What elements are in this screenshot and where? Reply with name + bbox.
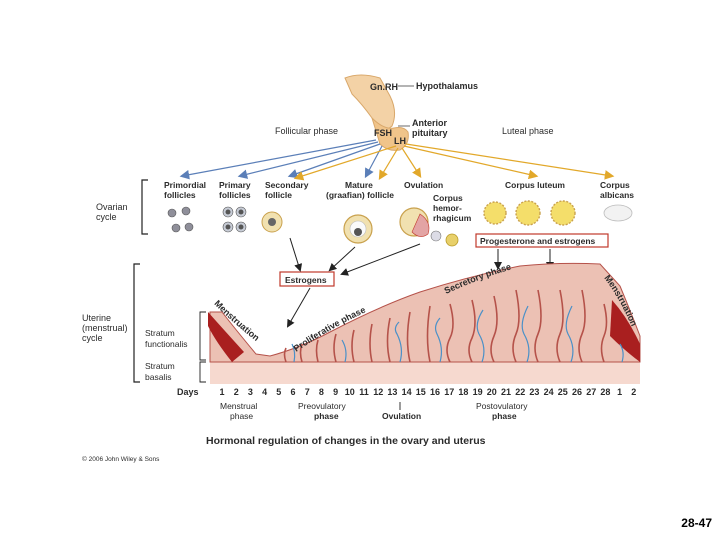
preovulatory-phase-label-1: Preovulatory (298, 401, 346, 411)
day-number: 11 (359, 387, 369, 397)
day-number: 28 (600, 387, 610, 397)
ovarian-bracket (141, 179, 148, 235)
day-number: 21 (501, 387, 511, 397)
day-number: 2 (234, 387, 239, 397)
day-number: 27 (586, 387, 596, 397)
ovarian-cycle-label-2: cycle (96, 212, 117, 222)
estrogens-label: Estrogens (285, 275, 327, 285)
menstrual-phase-label-1: Menstrual (220, 401, 257, 411)
postovulatory-phase-label-2: phase (492, 411, 517, 421)
day-number: 5 (276, 387, 281, 397)
stratum-functionalis-label-1: Stratum (145, 328, 175, 338)
menstrual-phase-label-2: phase (230, 411, 253, 421)
figure-caption: Hormonal regulation of changes in the ov… (206, 435, 486, 447)
anterior-pituitary-label-1: Anterior (412, 118, 448, 128)
day-number: 17 (444, 387, 454, 397)
luteal-phase-label: Luteal phase (502, 126, 554, 136)
day-number: 24 (544, 387, 554, 397)
fsh-label: FSH (374, 128, 392, 138)
day-number: 18 (458, 387, 468, 397)
corpus-hemorrhagicum-label-1: Corpus (433, 193, 463, 203)
day-number: 9 (333, 387, 338, 397)
ovulating-follicle (399, 207, 442, 242)
day-number: 23 (529, 387, 539, 397)
day-number: 22 (515, 387, 525, 397)
endometrium-illustration (208, 262, 641, 384)
stratum-basalis-label-2: basalis (145, 372, 171, 382)
day-number: 2 (631, 387, 636, 397)
primordial-label-1: Primordial (164, 180, 206, 190)
day-number: 26 (572, 387, 582, 397)
mature-label-1: Mature (345, 180, 373, 190)
gnrh-label: Gn.RH (370, 82, 398, 92)
lh-arrows (293, 143, 615, 181)
hormone-arrows (286, 237, 554, 328)
uterine-cycle-label-1: Uterine (82, 313, 111, 323)
days-label: Days (177, 387, 199, 397)
uterine-cycle-label-3: cycle (82, 333, 103, 343)
estrogens-box: Estrogens (279, 271, 335, 287)
day-number: 20 (487, 387, 497, 397)
day-number: 16 (430, 387, 440, 397)
preovulatory-phase-label-2: phase (314, 411, 339, 421)
day-number: 3 (248, 387, 253, 397)
day-number: 10 (345, 387, 355, 397)
day-number: 12 (373, 387, 383, 397)
ovulation-label: Ovulation (404, 180, 443, 190)
day-number: 14 (402, 387, 412, 397)
primary-label-2: follicles (219, 190, 251, 200)
primary-follicles (222, 206, 247, 233)
mature-follicle (343, 214, 373, 244)
postovulatory-phase-label-1: Postovulatory (476, 401, 528, 411)
ovarian-cycle-label-1: Ovarian (96, 202, 128, 212)
day-number: 1 (617, 387, 622, 397)
corpus-hemorrhagicum-label-3: rhagicum (433, 213, 472, 223)
primary-label-1: Primary (219, 180, 251, 190)
day-number: 15 (416, 387, 426, 397)
stratum-basalis-label-1: Stratum (145, 361, 175, 371)
corpus-hemorrhagicum-label-2: hemor- (433, 203, 462, 213)
secondary-follicle (261, 211, 283, 233)
day-number: 25 (558, 387, 568, 397)
primordial-label-2: follicles (164, 190, 196, 200)
anterior-pituitary-label-2: pituitary (412, 128, 448, 138)
corpus-luteum-series (483, 200, 576, 226)
day-number: 4 (262, 387, 267, 397)
mature-label-2: (graafian) follicle (326, 190, 394, 200)
secondary-label-1: Secondary (265, 180, 309, 190)
day-number: 1 (219, 387, 224, 397)
corpus-hemorrhagicum (445, 233, 459, 247)
day-number: 8 (319, 387, 324, 397)
functionalis-bracket (199, 311, 206, 361)
uterine-cycle-label-2: (menstrual) (82, 323, 128, 333)
corpus-albicans (603, 204, 633, 222)
fsh-arrows (179, 139, 383, 180)
corpus-luteum-label: Corpus luteum (505, 180, 565, 190)
day-number: 7 (305, 387, 310, 397)
hypothalamus-pituitary-illustration (344, 74, 409, 151)
progesterone-estrogens-box: Progesterone and estrogens (475, 233, 609, 248)
corpus-albicans-label-2: albicans (600, 190, 634, 200)
follicular-phase-label: Follicular phase (275, 126, 338, 136)
hypothalamus-label: Hypothalamus (416, 81, 478, 91)
lh-label: LH (394, 136, 406, 146)
copyright-notice: © 2006 John Wiley & Sons (82, 455, 160, 463)
ovulation-day-label: Ovulation (382, 411, 421, 421)
progesterone-estrogens-label: Progesterone and estrogens (480, 236, 596, 246)
primordial-follicles (167, 206, 194, 233)
day-number: 19 (473, 387, 483, 397)
day-number: 13 (387, 387, 397, 397)
basalis-bracket (199, 361, 206, 383)
corpus-albicans-label-1: Corpus (600, 180, 630, 190)
slide-number: 28-47 (681, 516, 712, 530)
secondary-label-2: follicle (265, 190, 292, 200)
stratum-functionalis-label-2: functionalis (145, 339, 188, 349)
uterine-bracket (133, 263, 140, 383)
day-number: 6 (290, 387, 295, 397)
